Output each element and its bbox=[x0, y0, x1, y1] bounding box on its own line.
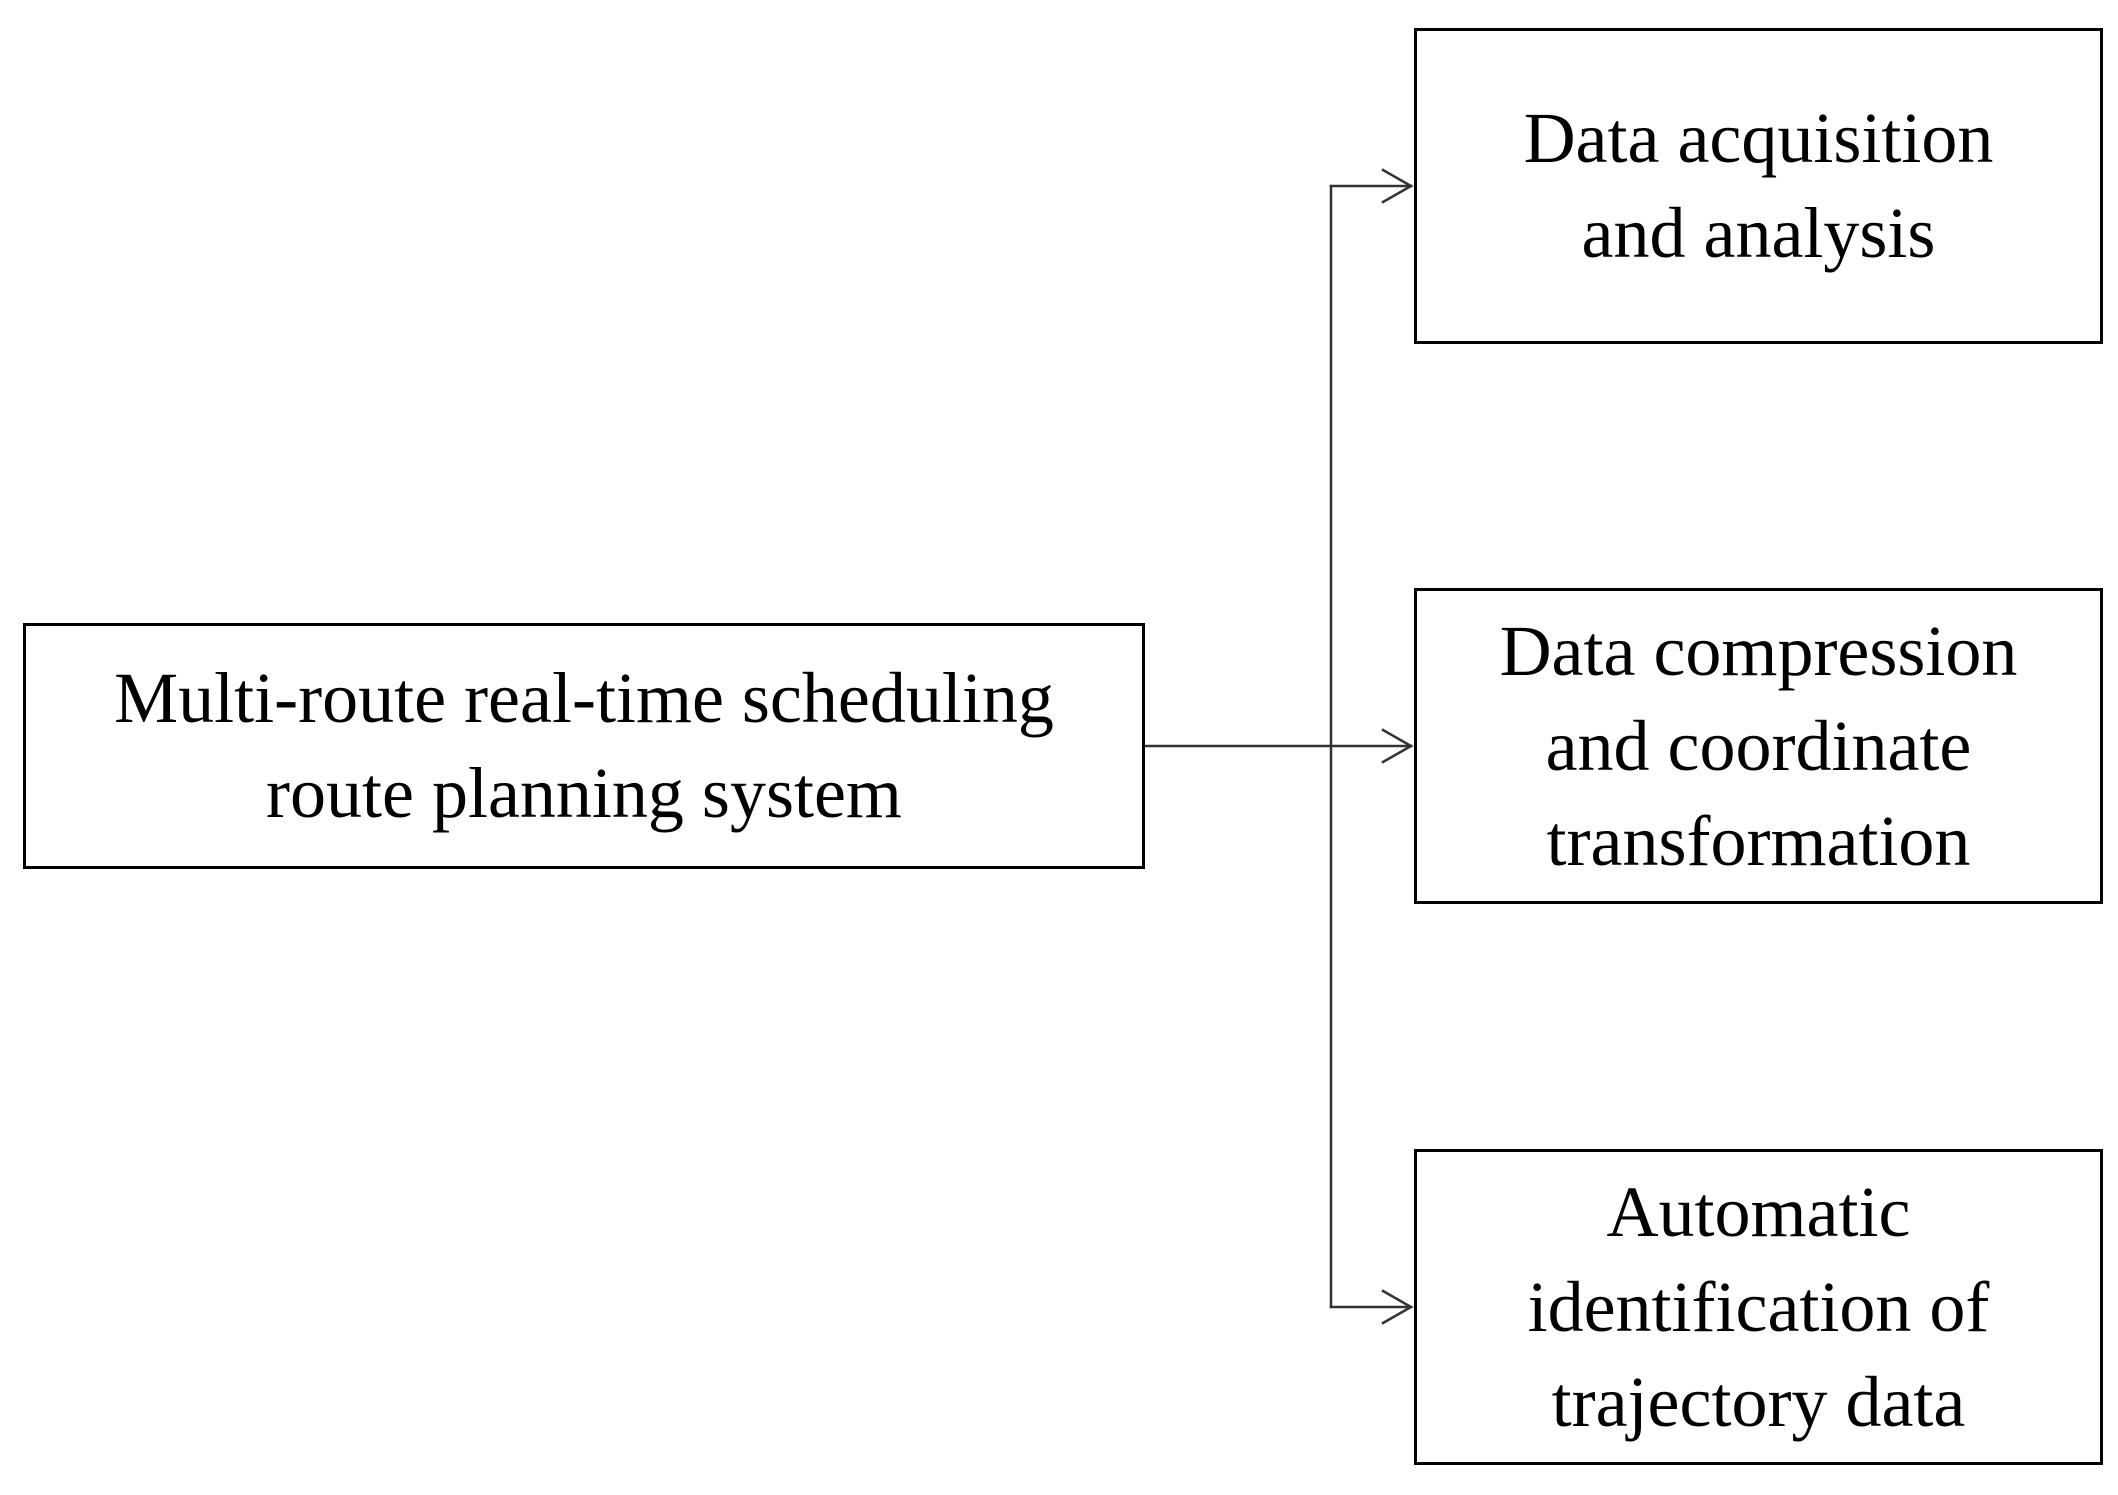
arrowhead-target-3 bbox=[1381, 1289, 1414, 1325]
node-source-label: Multi-route real-time scheduling route p… bbox=[114, 658, 1054, 833]
arrowhead-target-1 bbox=[1381, 168, 1414, 204]
node-source-system: Multi-route real-time scheduling route p… bbox=[23, 623, 1145, 869]
arrowhead-target-2 bbox=[1381, 728, 1414, 764]
node-trajectory-identification-label: Automatic identification of trajectory d… bbox=[1527, 1171, 1990, 1442]
node-data-acquisition-label: Data acquisition and analysis bbox=[1523, 98, 1994, 273]
node-trajectory-identification: Automatic identification of trajectory d… bbox=[1414, 1149, 2103, 1465]
node-data-compression-label: Data compression and coordinate transfor… bbox=[1499, 610, 2018, 881]
node-data-compression: Data compression and coordinate transfor… bbox=[1414, 588, 2103, 904]
node-data-acquisition: Data acquisition and analysis bbox=[1414, 28, 2103, 344]
